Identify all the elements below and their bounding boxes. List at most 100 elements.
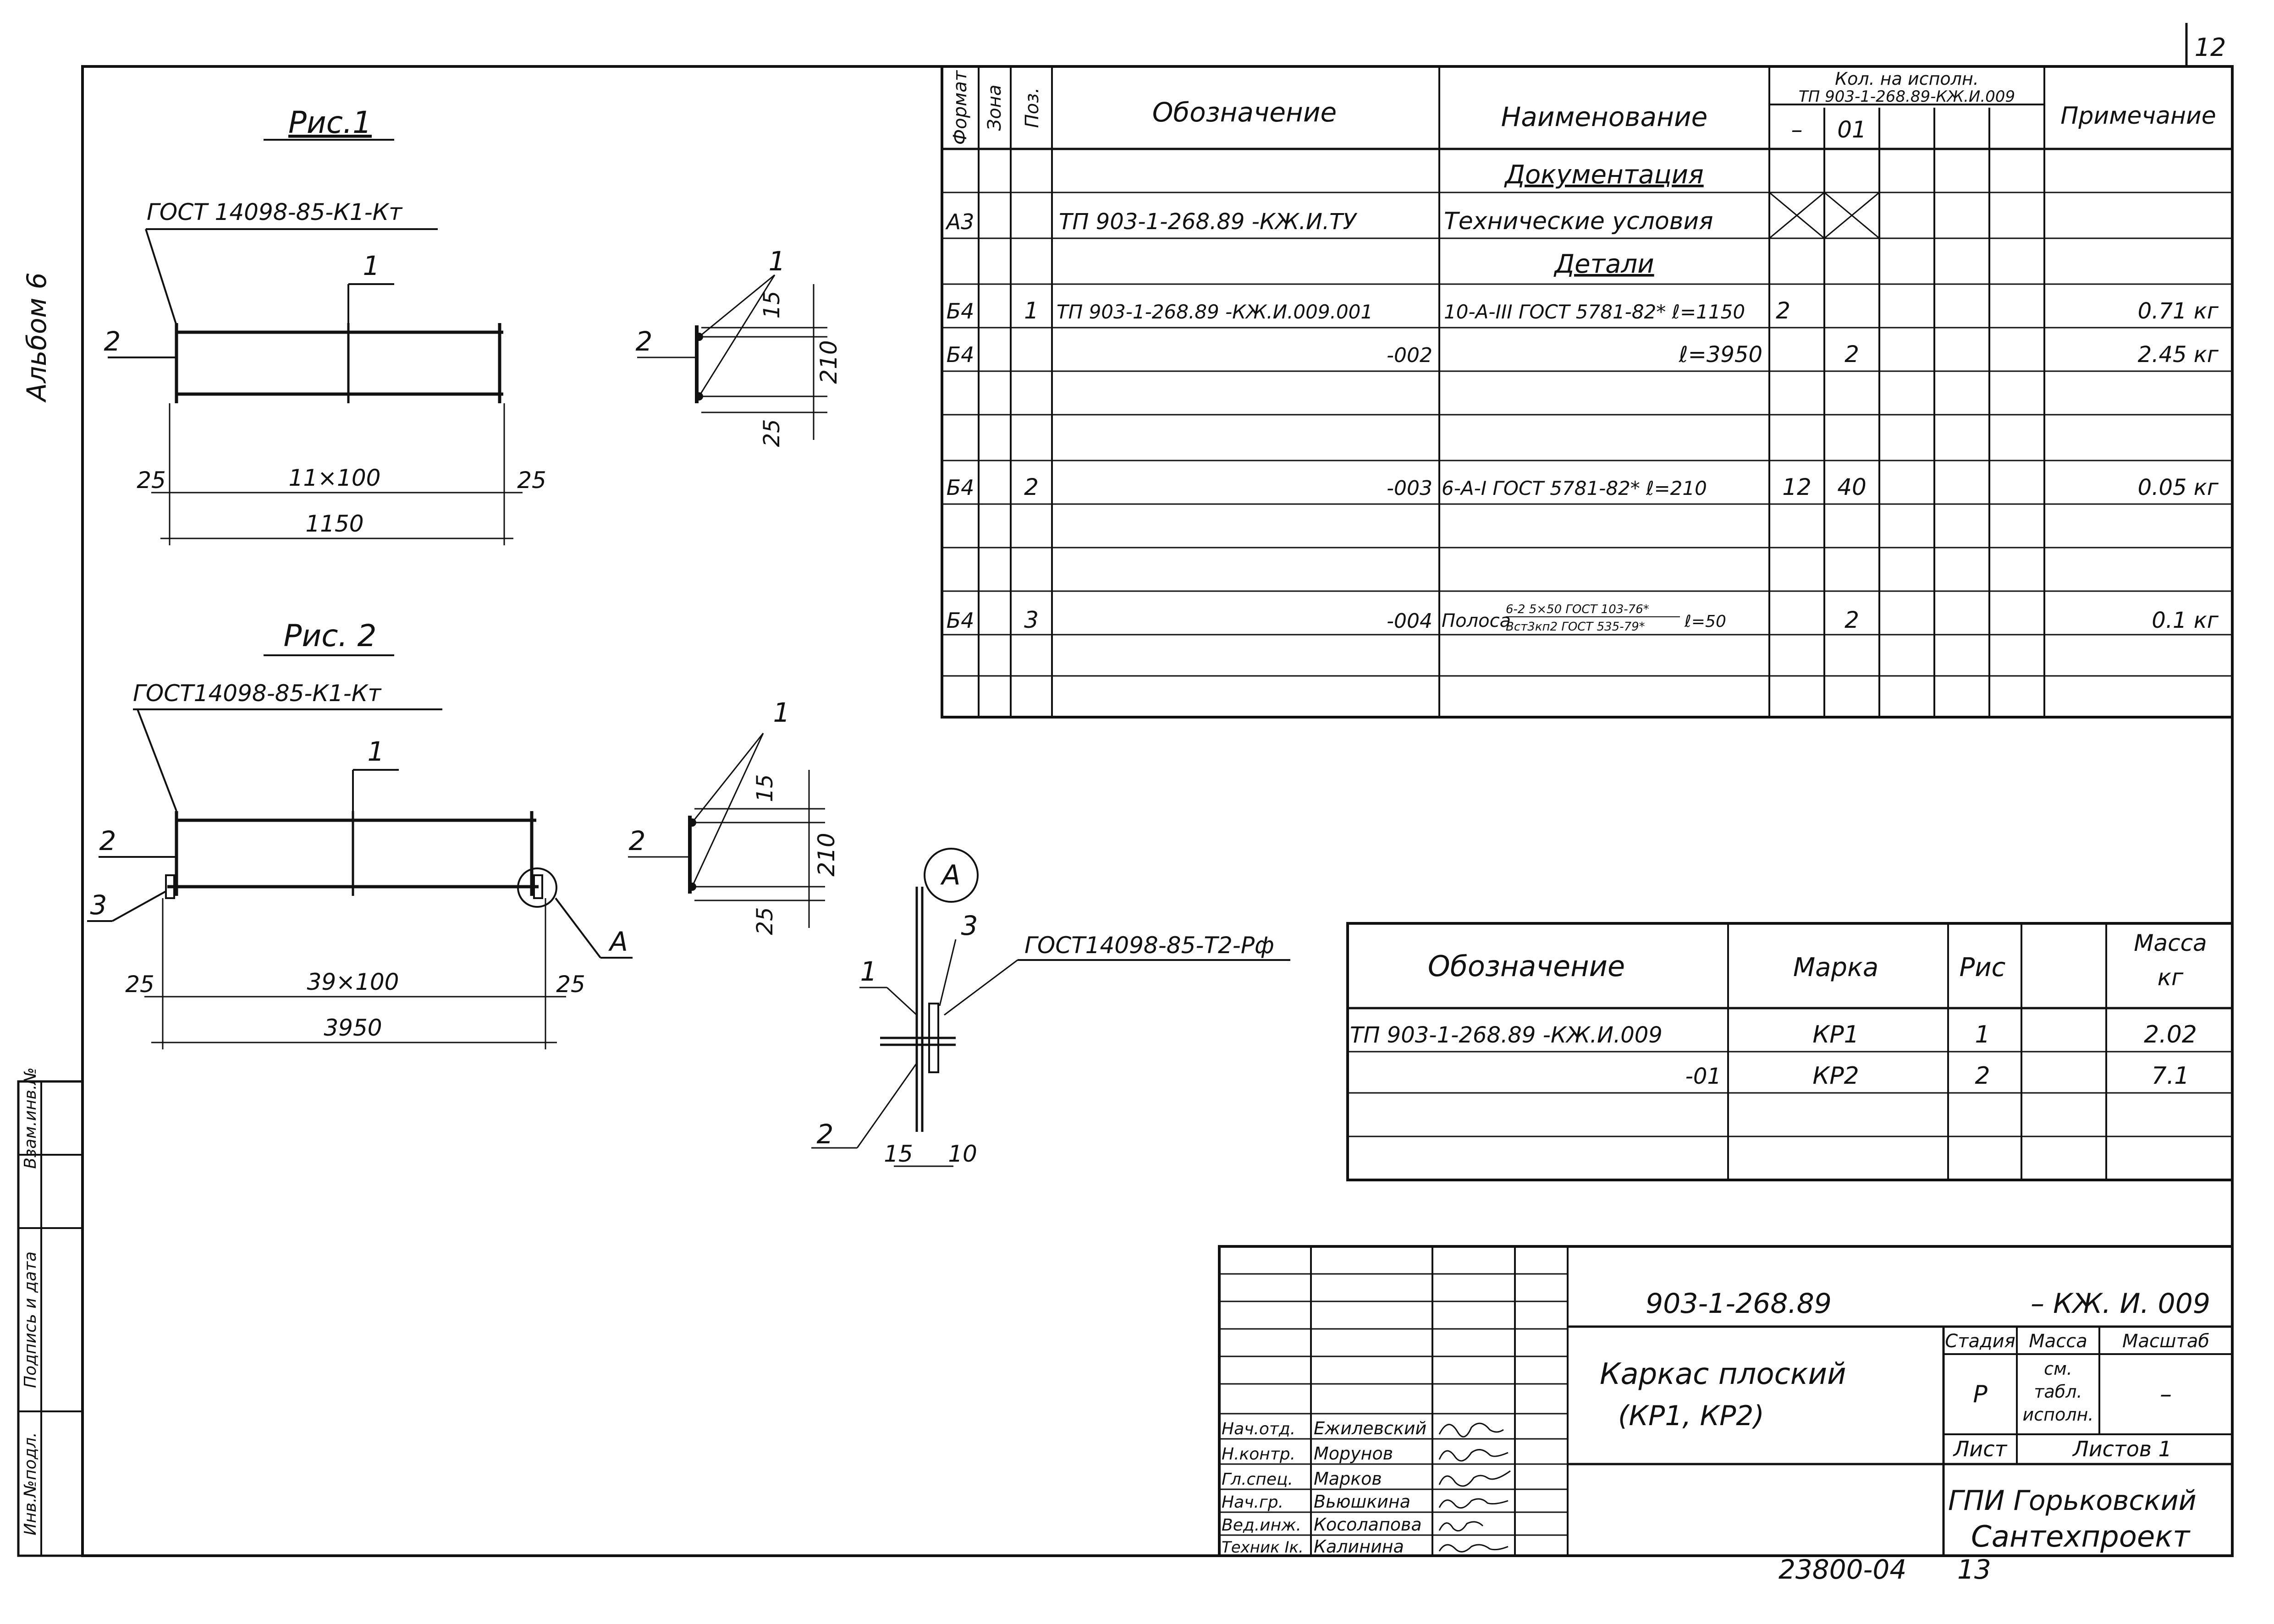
spec-row-qty1: 12 bbox=[1782, 474, 1811, 500]
figure2-section-pos1: 1 bbox=[773, 697, 790, 728]
stamp-sign-date: Подпись и дата bbox=[21, 1251, 40, 1388]
title-block-mass-l3: исполн. bbox=[2023, 1405, 2094, 1425]
figure2-dim-total: 3950 bbox=[324, 1015, 382, 1041]
spec-row-qty2: 40 bbox=[1837, 474, 1867, 500]
spec-row-pos: 1 bbox=[1024, 297, 1039, 324]
signature-row: Н.контр. Морунов bbox=[1222, 1443, 1509, 1464]
signature-row: Нач.гр. Вьюшкина bbox=[1222, 1492, 1509, 1512]
figure1-section-pos2: 2 bbox=[636, 326, 653, 357]
spec-row-note: 0.1 кг bbox=[2152, 608, 2219, 633]
marks-row-designation: -01 bbox=[1685, 1064, 1721, 1089]
figure1-dim-left: 25 bbox=[137, 467, 166, 494]
spec-section-docs: Документация bbox=[1503, 160, 1703, 190]
signature-name: Ежилевский bbox=[1314, 1418, 1426, 1438]
spec-row-name: Технические условия bbox=[1444, 208, 1713, 235]
spec-header-qty-title-2: ТП 903-1-268.89-КЖ.И.009 bbox=[1799, 88, 2015, 106]
spec-header-qty-title-1: Кол. на исполн. bbox=[1835, 69, 1979, 89]
marks-row: -01 КР2 2 7.1 bbox=[1685, 1062, 2190, 1090]
spec-row-qty1: 2 bbox=[1776, 297, 1790, 324]
spec-row: Б4 1 ТП 903-1-268.89 -КЖ.И.009.001 10-А-… bbox=[947, 297, 2219, 324]
spec-row-format: А3 bbox=[945, 209, 975, 234]
spec-row-name-prefix: Полоса bbox=[1442, 610, 1511, 631]
title-block-stage: Р bbox=[1973, 1381, 1988, 1408]
spec-row-name-bottom: Вст3кп2 ГОСТ 535-79* bbox=[1506, 620, 1645, 634]
title-block-mass-l1: см. bbox=[2044, 1359, 2072, 1379]
spec-row: А3 ТП 903-1-268.89 -КЖ.И.ТУ Технические … bbox=[945, 208, 1713, 235]
figure2-title: Рис. 2 bbox=[284, 618, 377, 653]
figure2-pos3: 3 bbox=[90, 889, 107, 921]
figure2-section-pos2: 2 bbox=[629, 825, 646, 856]
figure2-pos2: 2 bbox=[99, 825, 116, 856]
spec-header-name: Наименование bbox=[1501, 101, 1708, 132]
spec-header-note: Примечание bbox=[2060, 102, 2216, 130]
title-block-mass-l2: табл. bbox=[2034, 1382, 2082, 1402]
spec-row: Б4 3 -004 Полоса 6-2 5×50 ГОСТ 103-76* В… bbox=[947, 603, 2219, 634]
figure2-section-dim-bottom: 25 bbox=[752, 907, 778, 935]
signature-role: Нач.отд. bbox=[1222, 1420, 1295, 1438]
figure1-dim-mid: 11×100 bbox=[289, 465, 381, 491]
signature-role: Гл.спец. bbox=[1222, 1470, 1293, 1489]
sheet-number: 12 bbox=[2195, 33, 2226, 62]
figure1-dim-total: 1150 bbox=[305, 510, 363, 537]
marks-row-designation: ТП 903-1-268.89 -КЖ.И.009 bbox=[1350, 1022, 1663, 1048]
marks-row-fig: 1 bbox=[1975, 1021, 1990, 1048]
detail-a-pos1: 1 bbox=[860, 956, 877, 987]
spec-header-qty-col1: – bbox=[1791, 116, 1803, 143]
figure1-section-dim-top: 15 bbox=[759, 291, 785, 318]
title-block-org-line2: Сантехпроект bbox=[1971, 1520, 2191, 1554]
spec-header-format: Формат bbox=[950, 70, 971, 145]
figure1-section-dim-height: 210 bbox=[815, 340, 842, 384]
spec-row-name: 10-А-III ГОСТ 5781-82* ℓ=1150 bbox=[1444, 301, 1745, 323]
title-block-org-line1: ГПИ Горьковский bbox=[1948, 1485, 2197, 1517]
spec-row-designation: -002 bbox=[1387, 344, 1432, 367]
marks-row-fig: 2 bbox=[1975, 1062, 1990, 1090]
figure1-title: Рис.1 bbox=[288, 105, 372, 140]
spec-header-pos: Поз. bbox=[1022, 88, 1043, 128]
signature-role: Вед.инж. bbox=[1222, 1516, 1301, 1535]
album-label: Альбом 6 bbox=[21, 272, 52, 403]
detail-a-mark: А bbox=[940, 859, 960, 891]
marks-header-mass-1: Масса bbox=[2134, 930, 2207, 956]
signature-name: Морунов bbox=[1314, 1443, 1393, 1464]
spec-row-name: ℓ=3950 bbox=[1679, 342, 1762, 368]
stamp-inv-replace: Взам.инв.№ bbox=[21, 1067, 40, 1169]
spec-row-note: 2.45 кг bbox=[2138, 342, 2219, 368]
detail-a-weld-spec: ГОСТ14098-85-Т2-Рф bbox=[1024, 932, 1274, 959]
signature-row: Нач.отд. Ежилевский bbox=[1222, 1418, 1504, 1438]
spec-row: Б4 -002 ℓ=3950 2 2.45 кг bbox=[947, 341, 2219, 368]
title-block-code: 903-1-268.89 bbox=[1646, 1288, 1832, 1320]
signature-role: Нач.гр. bbox=[1222, 1493, 1283, 1512]
signature-name: Марков bbox=[1314, 1469, 1382, 1489]
figure2-section-dim-top: 15 bbox=[752, 774, 778, 802]
detail-a-pos3: 3 bbox=[961, 910, 978, 941]
title-block-sheets-label: Листов 1 bbox=[2072, 1437, 2172, 1461]
signature-name: Косолапова bbox=[1314, 1514, 1422, 1535]
spec-row-pos: 2 bbox=[1024, 474, 1039, 500]
marks-row-mass: 2.02 bbox=[2144, 1021, 2197, 1048]
figure1-section-drawing bbox=[637, 274, 827, 440]
figure1-pos2: 2 bbox=[104, 326, 121, 357]
figure2-weld-spec: ГОСТ14098-85-К1-Кт bbox=[133, 680, 382, 707]
spec-row-name: 6-А-I ГОСТ 5781-82* ℓ=210 bbox=[1442, 477, 1707, 499]
title-block-scale-label: Масштаб bbox=[2122, 1331, 2209, 1352]
spec-row-name-top: 6-2 5×50 ГОСТ 103-76* bbox=[1506, 603, 1649, 616]
signature-row: Гл.спец. Марков bbox=[1222, 1469, 1511, 1489]
signature-name: Калинина bbox=[1314, 1536, 1404, 1557]
detail-a-dim1: 15 bbox=[884, 1141, 913, 1167]
detail-a-drawing bbox=[811, 848, 1290, 1167]
figure2-pos1: 1 bbox=[368, 736, 385, 767]
title-block-grid bbox=[1218, 1245, 2234, 1557]
figure2-dim-right: 25 bbox=[556, 971, 585, 998]
figure1-pos1: 1 bbox=[363, 250, 380, 281]
signature-role: Н.контр. bbox=[1222, 1445, 1295, 1464]
marks-header-fig: Рис bbox=[1960, 953, 2006, 982]
spec-row-designation: ТП 903-1-268.89 -КЖ.И.ТУ bbox=[1059, 209, 1358, 235]
spec-row: Б4 2 -003 6-А-I ГОСТ 5781-82* ℓ=210 12 4… bbox=[947, 474, 2219, 500]
marks-row-mark: КР1 bbox=[1812, 1021, 1859, 1048]
detail-a-dim2: 10 bbox=[948, 1141, 977, 1167]
marks-table-grid bbox=[1346, 922, 2234, 1181]
spec-row-name-suffix: ℓ=50 bbox=[1684, 612, 1726, 631]
figure2-frame-drawing bbox=[87, 708, 633, 1049]
figure1-section-dim-bottom: 25 bbox=[759, 419, 785, 447]
